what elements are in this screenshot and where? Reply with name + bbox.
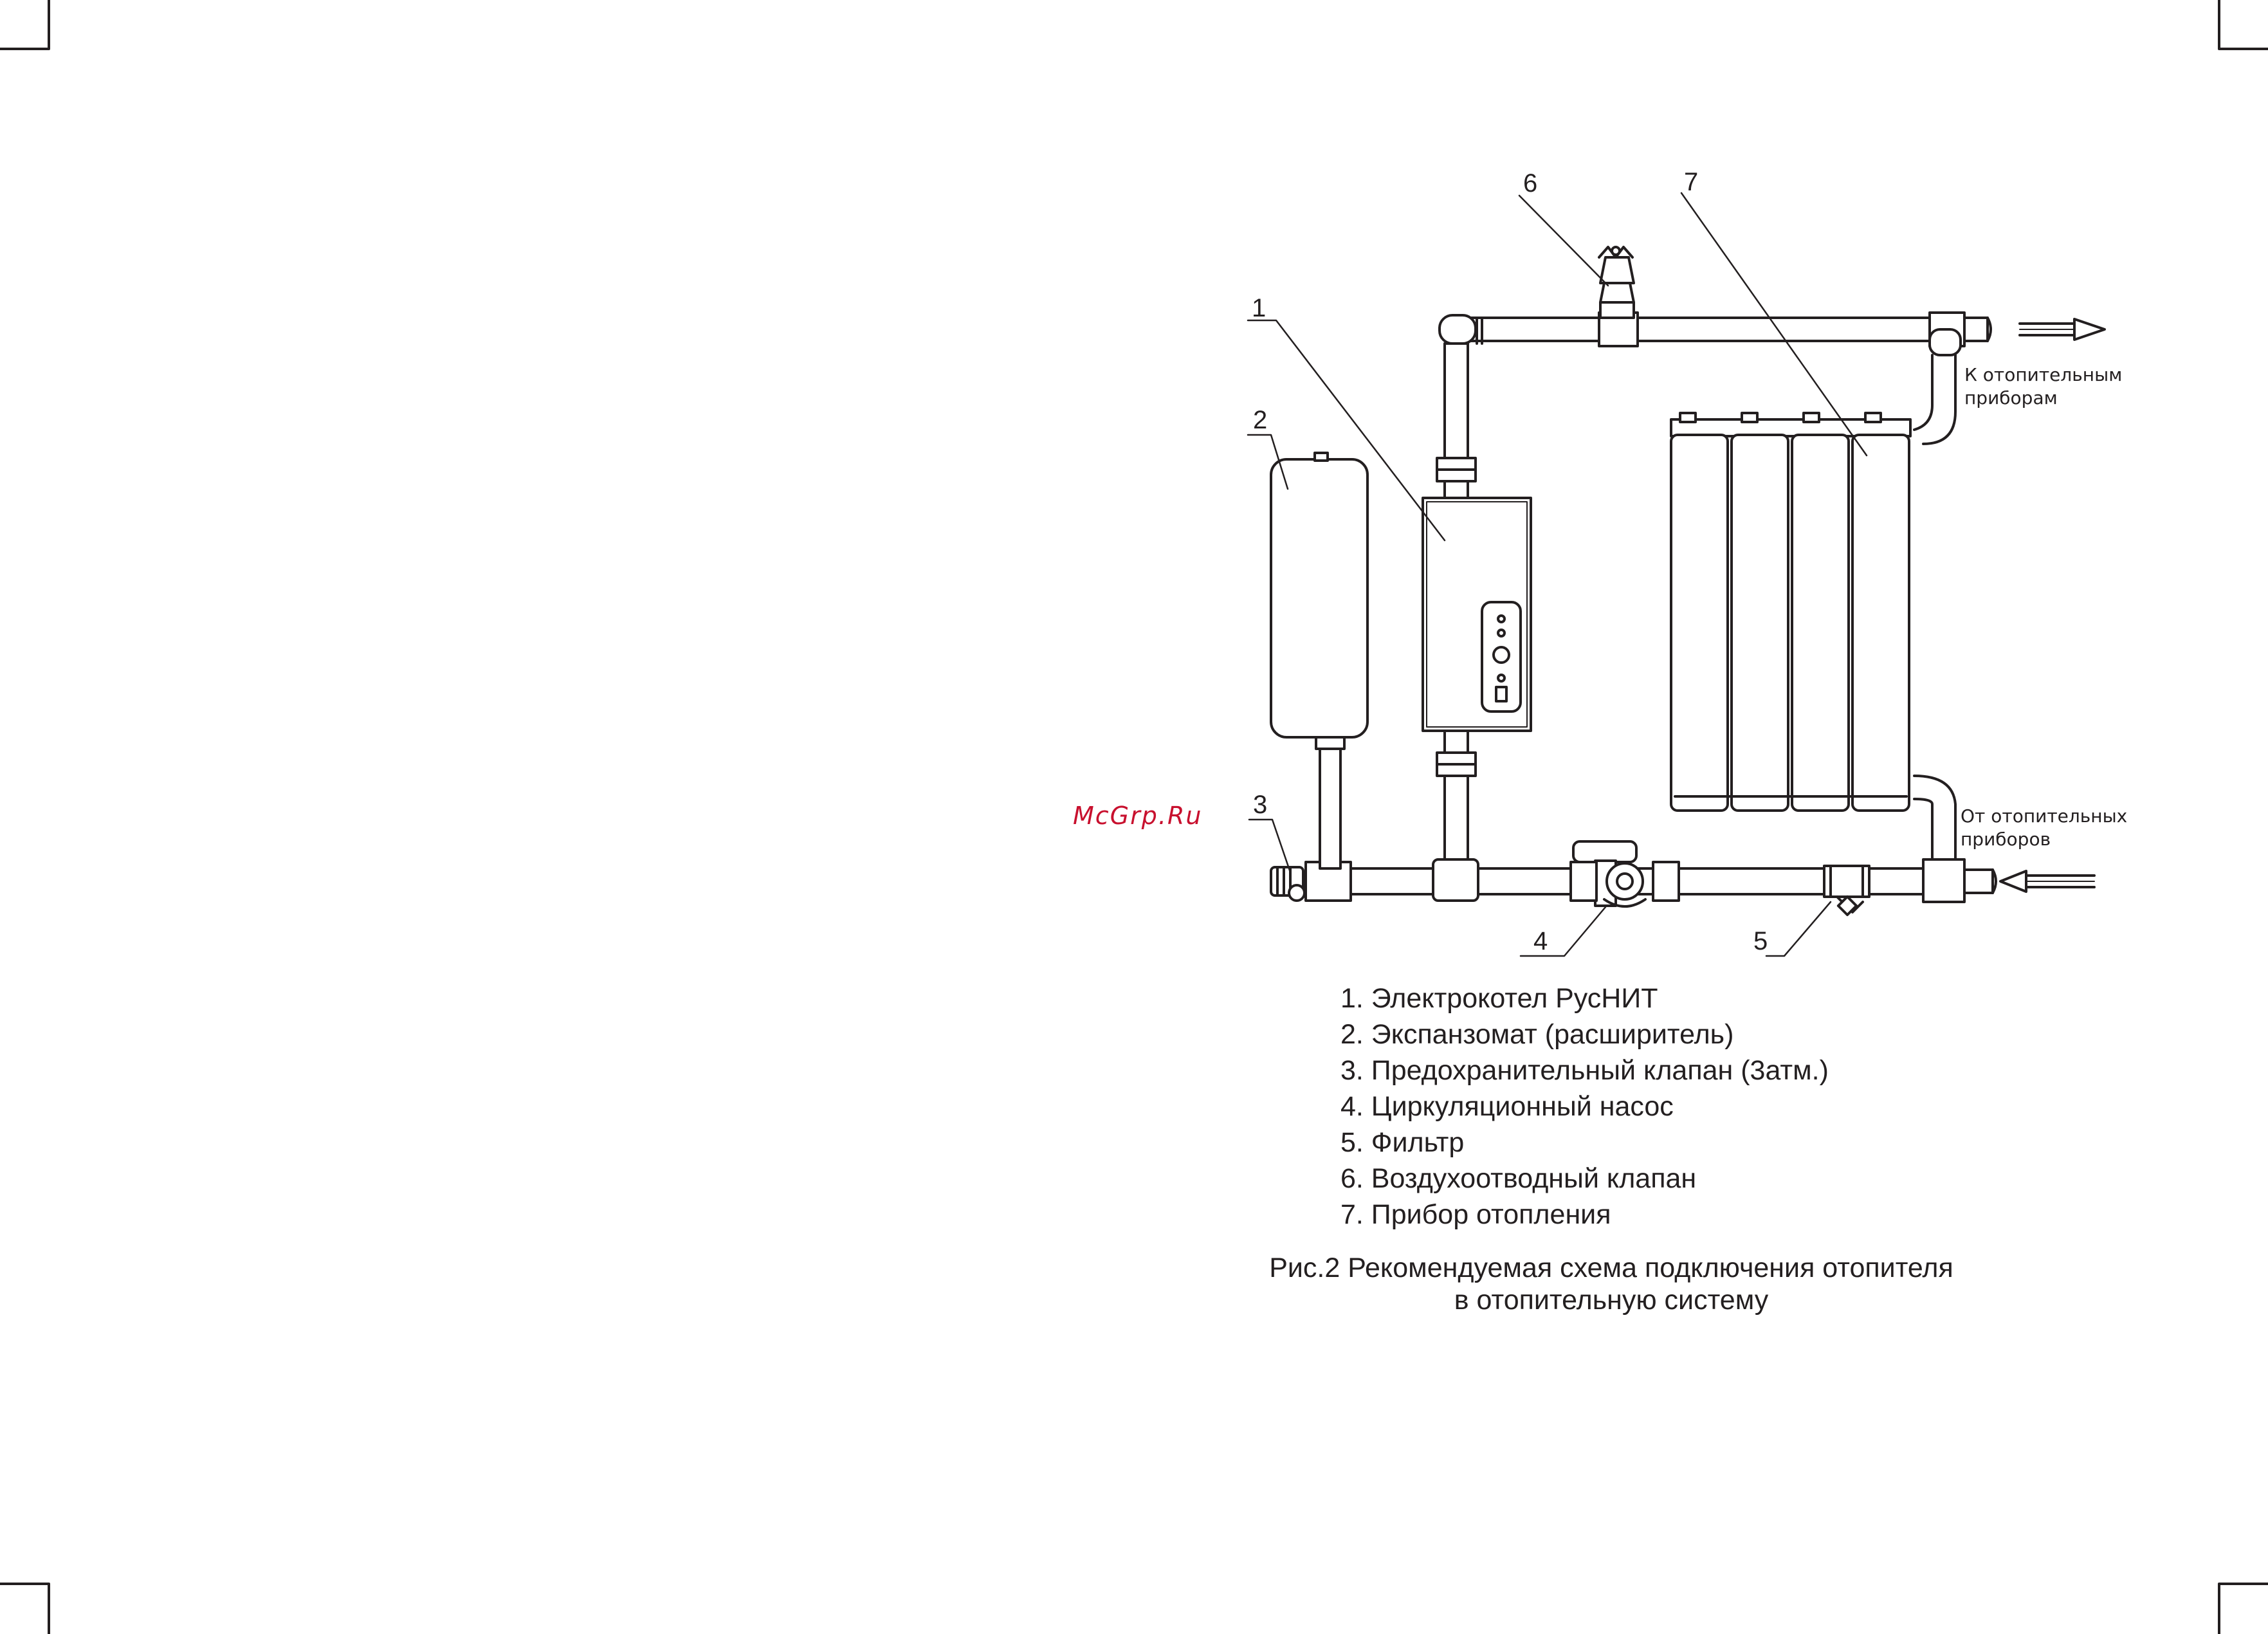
legend-item: 5. Фильтр [1340,1127,1465,1158]
supply-pipe [1438,311,1992,356]
callout-7: 7 [1684,168,1698,196]
callout-5: 5 [1753,927,1768,955]
electric-boiler [1422,497,1532,732]
return-label-line2: приборов [1961,829,2051,850]
leader-lines [1247,192,1868,957]
legend-item: 1. Электрокотел РусНИТ [1340,983,1658,1014]
caption-line-1: Рис.2 Рекомендуемая схема подключения от… [1269,1253,1953,1283]
air-vent-valve [1598,246,1635,319]
figure-caption: Рис.2 Рекомендуемая схема подключения от… [1209,1252,2013,1316]
legend-item: 7. Прибор отопления [1340,1199,1611,1230]
radiator-supply-connection [1913,354,1957,445]
watermark: McGrp.Ru [1073,802,1203,830]
callout-1: 1 [1252,294,1266,322]
return-label-line1: От отопительных [1961,805,2127,827]
expansion-tank [1270,452,1369,739]
supply-label-line1: К отопительным [1964,364,2122,385]
legend-item: 2. Экспанзомат (расширитель) [1340,1019,1734,1050]
legend-item: 6. Воздухоотводный клапан [1340,1163,1697,1194]
boiler-supply-riser [1436,342,1477,499]
callout-2: 2 [1253,406,1267,434]
supply-arrow [2018,318,2106,341]
return-arrow [1999,870,2096,893]
safety-valve [1270,866,1306,902]
strainer-filter [1823,865,1870,917]
callout-4: 4 [1533,927,1548,955]
boiler-return-riser [1436,730,1477,871]
callout-6: 6 [1523,169,1537,197]
caption-line-2: в отопительную систему [1454,1285,1769,1316]
supply-label-line2: приборам [1964,387,2058,408]
callout-3: 3 [1253,791,1267,819]
expansion-tank-riser [1315,736,1346,870]
circulation-pump [1569,840,1680,908]
legend-item: 3. Предохранительный клапан (3атм.) [1340,1055,1829,1086]
legend-list: 1. Электрокотел РусНИТ 2. Экспанзомат (р… [1340,980,1829,1233]
radiator [1670,412,1912,812]
legend-item: 4. Циркуляционный насос [1340,1091,1674,1122]
